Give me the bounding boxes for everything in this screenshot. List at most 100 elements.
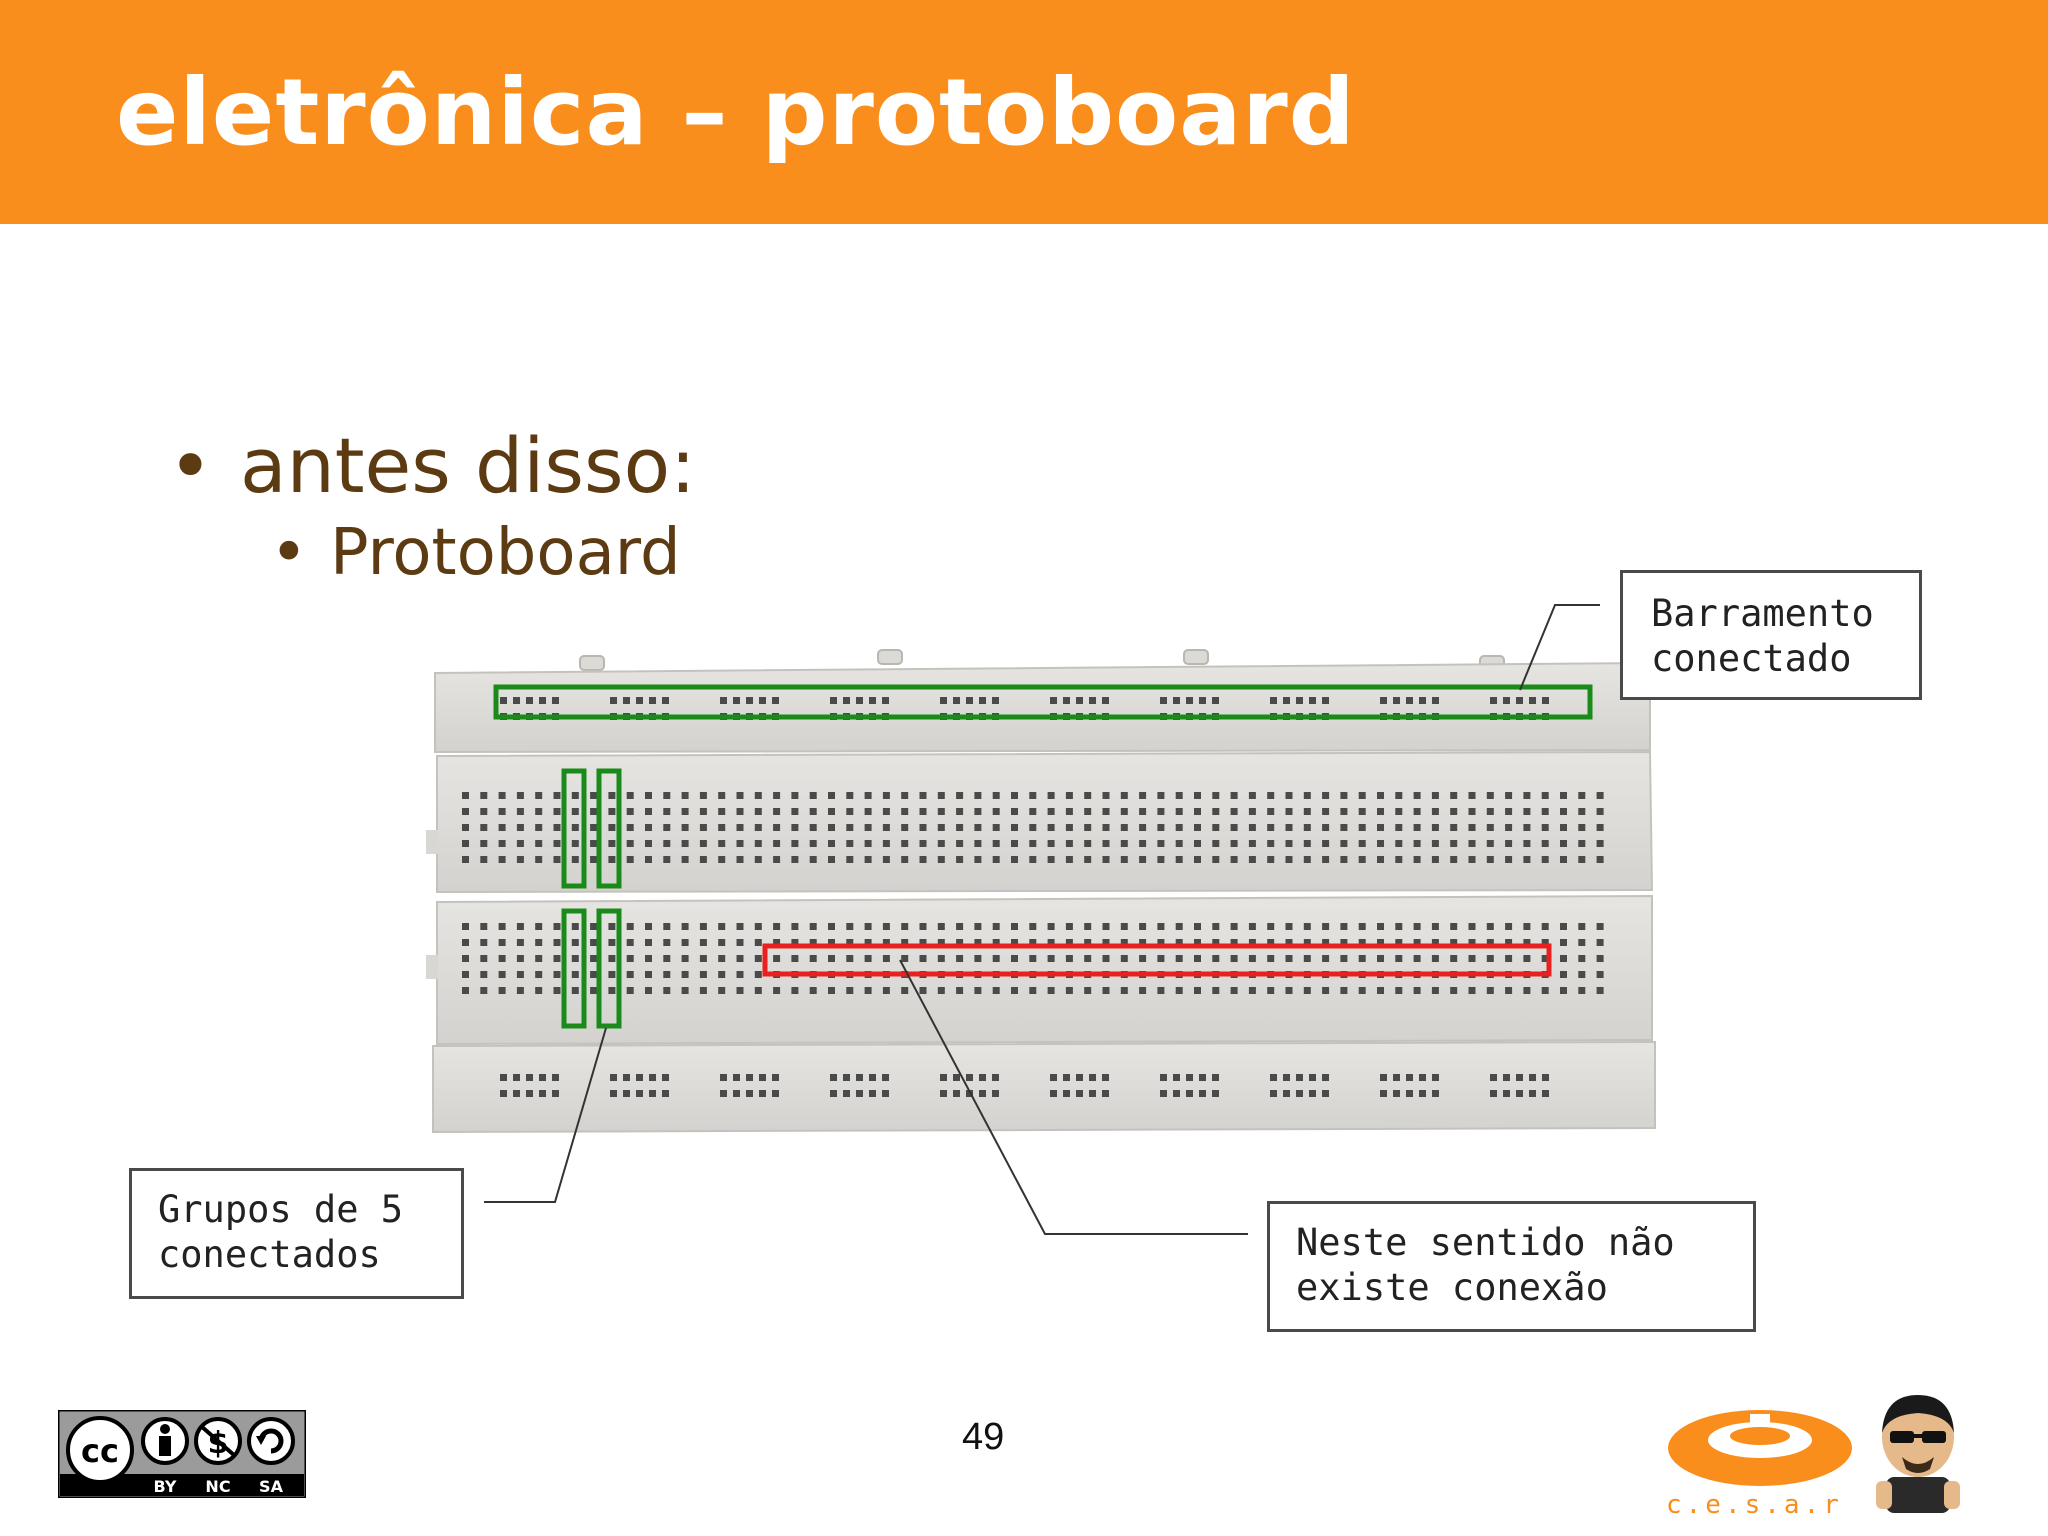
board-hole xyxy=(1175,808,1183,815)
board-hole xyxy=(736,856,744,863)
board-hole xyxy=(1230,808,1238,815)
board-hole xyxy=(882,955,890,962)
board-hole xyxy=(773,923,781,930)
slide-title: eletrônica – protoboard xyxy=(116,59,1356,166)
board-hole xyxy=(718,955,726,962)
board-hole xyxy=(649,697,656,704)
board-hole xyxy=(901,987,909,994)
board-hole xyxy=(535,971,543,978)
board-hole xyxy=(571,939,579,946)
board-hole xyxy=(1406,1074,1413,1081)
board-hole xyxy=(1486,792,1494,799)
board-hole xyxy=(791,987,799,994)
board-hole xyxy=(992,1074,999,1081)
board-hole xyxy=(1596,840,1604,847)
callout-line: Neste sentido não xyxy=(1296,1221,1675,1264)
board-hole xyxy=(1120,856,1128,863)
cc-text: cc xyxy=(81,1432,119,1470)
board-hole xyxy=(937,792,945,799)
board-hole xyxy=(480,987,488,994)
board-hole xyxy=(974,824,982,831)
board-hole xyxy=(1011,792,1018,799)
board-hole xyxy=(699,971,707,978)
board-hole xyxy=(1413,824,1421,831)
board-hole xyxy=(1578,840,1586,847)
board-hole xyxy=(526,1090,533,1097)
board-hole xyxy=(1340,987,1348,994)
board-hole xyxy=(1358,939,1366,946)
board-hole xyxy=(1413,955,1421,962)
board-hole xyxy=(1578,987,1586,994)
board-hole xyxy=(1322,939,1330,946)
board-hole xyxy=(1139,856,1147,863)
board-hole xyxy=(1380,1090,1387,1097)
board-hole xyxy=(1505,856,1513,863)
board-hole xyxy=(736,955,744,962)
board-hole xyxy=(1542,697,1549,704)
board-hole xyxy=(1102,1090,1109,1097)
board-hole xyxy=(590,923,598,930)
board-hole xyxy=(901,840,909,847)
board-hole xyxy=(1541,987,1549,994)
board-hole xyxy=(937,923,945,930)
board-hole xyxy=(1285,939,1293,946)
board-hole xyxy=(1212,955,1220,962)
board-hole xyxy=(1047,987,1055,994)
board-hole xyxy=(830,697,837,704)
board-hole xyxy=(1395,856,1403,863)
board-hole xyxy=(919,824,927,831)
board-hole xyxy=(513,697,520,704)
board-hole xyxy=(1076,1090,1083,1097)
board-hole xyxy=(1270,697,1277,704)
board-hole xyxy=(462,955,469,962)
board-hole xyxy=(1523,987,1531,994)
board-hole xyxy=(1212,1074,1219,1081)
board-hole xyxy=(1029,840,1037,847)
board-hole xyxy=(1523,808,1531,815)
board-hole xyxy=(1541,856,1549,863)
board-hole xyxy=(979,697,986,704)
board-hole xyxy=(1248,792,1256,799)
board-hole xyxy=(663,792,671,799)
board-hole xyxy=(681,808,689,815)
board-hole xyxy=(966,697,973,704)
board-hole xyxy=(516,971,524,978)
board-hole xyxy=(864,987,872,994)
board-hole xyxy=(754,824,762,831)
board-hole xyxy=(1596,923,1604,930)
board-hole xyxy=(516,939,524,946)
board-hole xyxy=(869,1074,876,1081)
board-hole xyxy=(1431,840,1439,847)
board-hole xyxy=(1322,856,1330,863)
board-hole xyxy=(663,856,671,863)
board-hole xyxy=(1419,1090,1426,1097)
board-hole xyxy=(1303,939,1311,946)
board-hole xyxy=(759,1074,766,1081)
board-hole xyxy=(498,840,506,847)
board-hole xyxy=(1578,939,1586,946)
bus-highlight xyxy=(493,684,1593,720)
board-hole xyxy=(1175,939,1183,946)
board-hole xyxy=(937,856,945,863)
board-hole xyxy=(901,939,909,946)
board-hole xyxy=(809,856,817,863)
board-hole xyxy=(1322,955,1330,962)
board-hole xyxy=(1065,939,1073,946)
board-hole xyxy=(1063,1074,1070,1081)
board-hole xyxy=(1503,1090,1510,1097)
board-hole xyxy=(1505,939,1513,946)
board-hole xyxy=(681,840,689,847)
board-hole xyxy=(992,840,1000,847)
board-hole xyxy=(1230,955,1238,962)
board-hole xyxy=(608,923,616,930)
board-hole xyxy=(516,955,524,962)
board-hole xyxy=(649,1090,656,1097)
board-hole xyxy=(1139,923,1147,930)
board-hole xyxy=(699,840,707,847)
board-hole xyxy=(992,987,1000,994)
board-hole xyxy=(882,987,890,994)
board-hole xyxy=(828,824,835,831)
board-hole xyxy=(1011,856,1018,863)
board-hole xyxy=(590,955,598,962)
board-hole xyxy=(1560,792,1567,799)
